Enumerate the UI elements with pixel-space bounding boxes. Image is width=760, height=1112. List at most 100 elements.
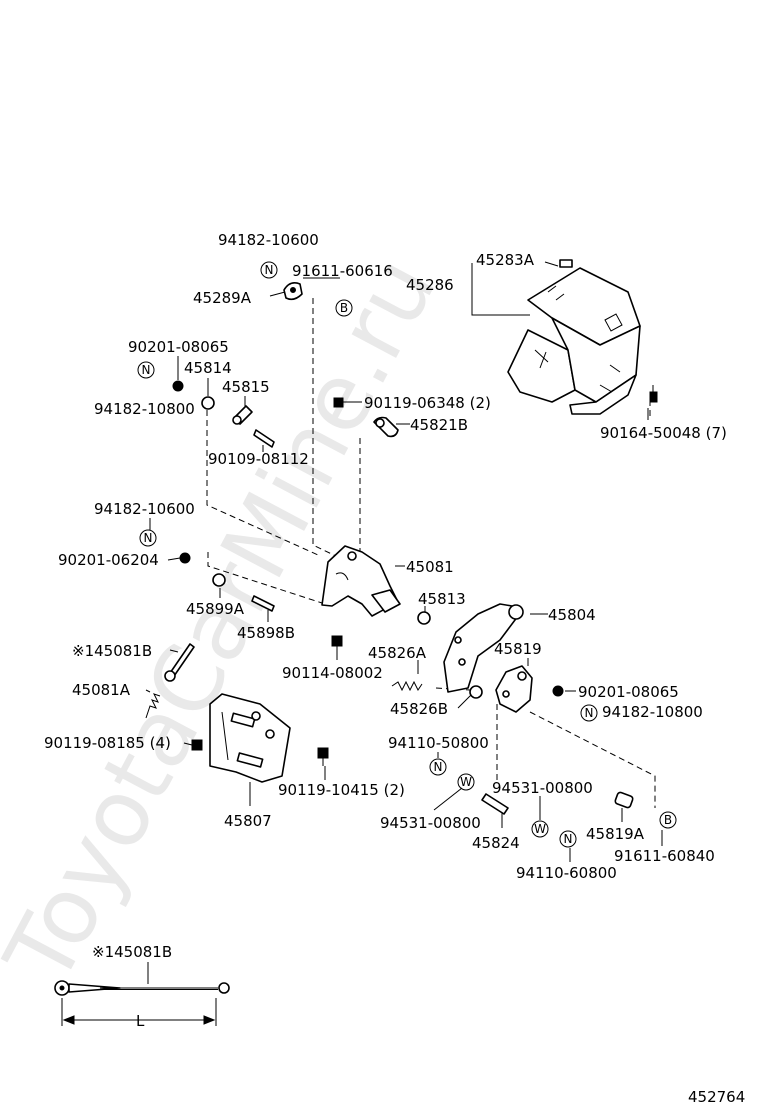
part-label: 90164-50048 (7) bbox=[600, 424, 727, 442]
part-label: 94182-10800 bbox=[602, 703, 703, 721]
bracket-45081 bbox=[321, 545, 401, 617]
part-label: 91611-60616 bbox=[292, 262, 393, 280]
pin-45824 bbox=[481, 793, 509, 815]
svg-text:N: N bbox=[265, 263, 274, 277]
grommet-45899a bbox=[212, 573, 226, 587]
cable-end-145081b bbox=[164, 643, 195, 682]
symbol-n: N bbox=[559, 830, 577, 848]
leader-line bbox=[169, 649, 179, 653]
nut-90201-06204 bbox=[179, 552, 191, 564]
bracket-45807 bbox=[209, 693, 291, 783]
part-label: 90114-08002 bbox=[282, 664, 383, 682]
part-label: 94110-50800 bbox=[388, 734, 489, 752]
guide-line bbox=[529, 711, 656, 808]
symbol-b: B bbox=[335, 299, 353, 317]
part-label: 45081 bbox=[406, 558, 454, 576]
svg-text:W: W bbox=[460, 775, 472, 789]
leader-line bbox=[183, 742, 193, 746]
part-label: 45804 bbox=[548, 606, 596, 624]
svg-text:B: B bbox=[340, 301, 348, 315]
guide-line bbox=[206, 410, 319, 556]
bushing-45813 bbox=[417, 611, 431, 625]
leader-line bbox=[167, 557, 181, 561]
lever-45819 bbox=[495, 665, 533, 713]
guide-line bbox=[435, 687, 471, 691]
bushing-45819a bbox=[614, 791, 634, 809]
leader-line-bracket bbox=[471, 274, 530, 316]
svg-text:W: W bbox=[534, 822, 546, 836]
spring-45081a bbox=[145, 693, 161, 719]
grommet-45814 bbox=[201, 396, 215, 410]
bolt-90119-10415 bbox=[317, 747, 329, 766]
part-label: 45814 bbox=[184, 359, 232, 377]
part-label: ※145081B bbox=[92, 943, 172, 961]
leader-lines bbox=[145, 261, 663, 984]
cover-45286 bbox=[507, 259, 641, 415]
part-label: 45081A bbox=[72, 681, 131, 699]
svg-text:N: N bbox=[434, 760, 443, 774]
leader-line bbox=[433, 787, 463, 811]
part-label: 90109-08112 bbox=[208, 450, 309, 468]
bolt-90114-08002 bbox=[331, 635, 343, 652]
guide-line bbox=[207, 552, 323, 604]
guide-lines bbox=[206, 298, 656, 808]
pin-45898b bbox=[251, 595, 275, 612]
part-label: 94182-10600 bbox=[94, 500, 195, 518]
part-label: 45824 bbox=[472, 834, 520, 852]
svg-text:N: N bbox=[142, 363, 151, 377]
symbol-n: N bbox=[429, 758, 447, 776]
guide-line bbox=[312, 298, 341, 559]
symbol-n: N bbox=[260, 261, 278, 279]
bolt-90119-08185 bbox=[191, 739, 203, 751]
part-label: 45283A bbox=[476, 251, 535, 269]
part-label: 90201-08065 bbox=[128, 338, 229, 356]
part-label: 91611-60840 bbox=[614, 847, 715, 865]
svg-text:N: N bbox=[144, 531, 153, 545]
symbol-w: W bbox=[457, 773, 475, 791]
part-label: 45815 bbox=[222, 378, 270, 396]
bushing-45821b bbox=[373, 416, 399, 438]
part-label: 94182-10800 bbox=[94, 400, 195, 418]
leader-line bbox=[145, 689, 151, 693]
part-label: 94531-00800 bbox=[380, 814, 481, 832]
part-label: 94531-00800 bbox=[492, 779, 593, 797]
dimension-l bbox=[61, 998, 217, 1026]
leader-line bbox=[457, 693, 473, 709]
part-label: 45286 bbox=[406, 276, 454, 294]
part-label: 45826A bbox=[368, 644, 427, 662]
svg-text:N: N bbox=[564, 832, 573, 846]
symbol-n: N bbox=[137, 361, 155, 379]
spring-45826a bbox=[391, 680, 423, 692]
part-label: 45813 bbox=[418, 590, 466, 608]
part-labels: 94182-10600 91611-60616 45289A 45283A 45… bbox=[44, 231, 727, 1030]
symbol-b: B bbox=[659, 811, 677, 829]
bolt-90119-06348 bbox=[333, 397, 354, 408]
part-label: 90119-10415 (2) bbox=[278, 781, 405, 799]
symbol-rings: N B N N N N W W B N bbox=[137, 261, 677, 848]
leader-line bbox=[544, 261, 559, 267]
part-label: 45899A bbox=[186, 600, 245, 618]
part-label: 45819 bbox=[494, 640, 542, 658]
clip-45826b bbox=[469, 685, 483, 699]
part-label: 45898B bbox=[237, 624, 295, 642]
symbol-n: N bbox=[139, 529, 157, 547]
svg-text:B: B bbox=[664, 813, 672, 827]
part-label: 90201-08065 bbox=[578, 683, 679, 701]
part-label: 45289A bbox=[193, 289, 252, 307]
part-label: 90119-06348 (2) bbox=[364, 394, 491, 412]
lever-45815 bbox=[232, 405, 253, 425]
part-label: 45819A bbox=[586, 825, 645, 843]
screw-90164-50048 bbox=[649, 385, 658, 403]
bolt-90109-08112 bbox=[253, 429, 275, 448]
nut-90201-08065-right bbox=[552, 685, 564, 697]
dimension-label: L bbox=[136, 1012, 145, 1030]
diagram-id: 452764 bbox=[688, 1088, 745, 1106]
nut-90201-08065-left bbox=[172, 380, 184, 392]
svg-text:N: N bbox=[585, 706, 594, 720]
part-label: ※145081B bbox=[72, 642, 152, 660]
bracket-45804 bbox=[443, 603, 524, 693]
part-label: 45826B bbox=[390, 700, 448, 718]
part-label: 94110-60800 bbox=[516, 864, 617, 882]
symbol-w: W bbox=[531, 820, 549, 838]
